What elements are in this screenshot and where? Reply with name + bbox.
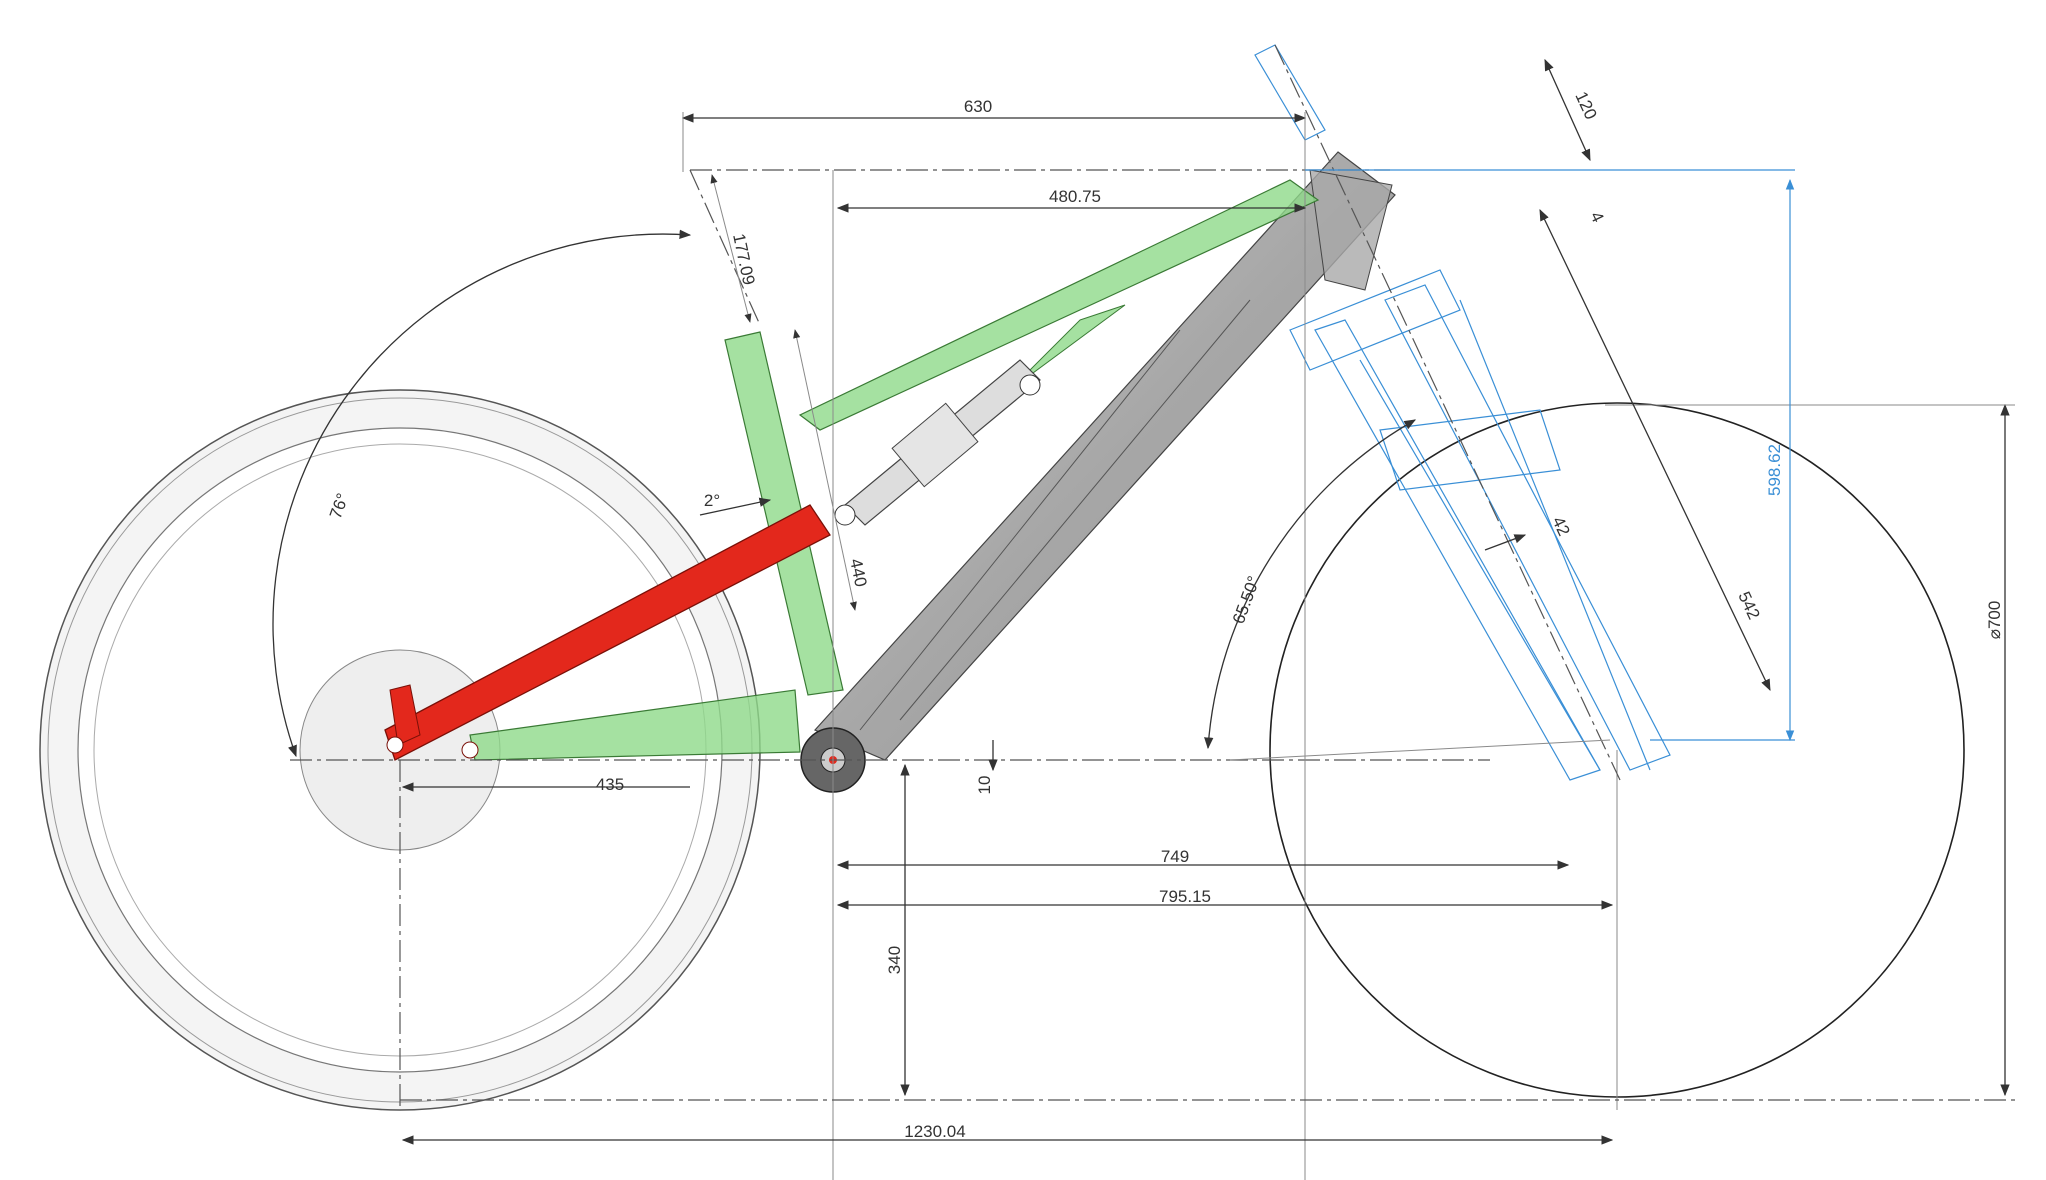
chainstay-label: 435 (596, 775, 624, 794)
headset-offset-label: 4 (1586, 209, 1607, 226)
wheel-diameter-label: ⌀700 (1985, 601, 2004, 640)
top-length-label: 630 (964, 97, 992, 116)
main-frame (813, 151, 1396, 761)
front-fork (1254, 44, 1671, 781)
head-tube-length-label: 120 (1571, 89, 1600, 123)
bb-drop-label: 10 (975, 776, 994, 795)
front-center-label: 749 (1161, 847, 1189, 866)
bb-height-label: 340 (885, 946, 904, 974)
stack-label: 598.62 (1765, 444, 1784, 496)
fork-offset-label: 42 (1548, 514, 1573, 539)
head-angle-label: 65.50° (1229, 574, 1264, 627)
chainstay-angle-label: 2° (704, 491, 720, 510)
fork-length-label: 542 (1734, 589, 1763, 623)
dimension-lines (272, 58, 2015, 1145)
front-center-axle-label: 795.15 (1159, 887, 1211, 906)
wheelbase-label: 1230.04 (904, 1122, 965, 1141)
reach-label: 480.75 (1049, 187, 1101, 206)
